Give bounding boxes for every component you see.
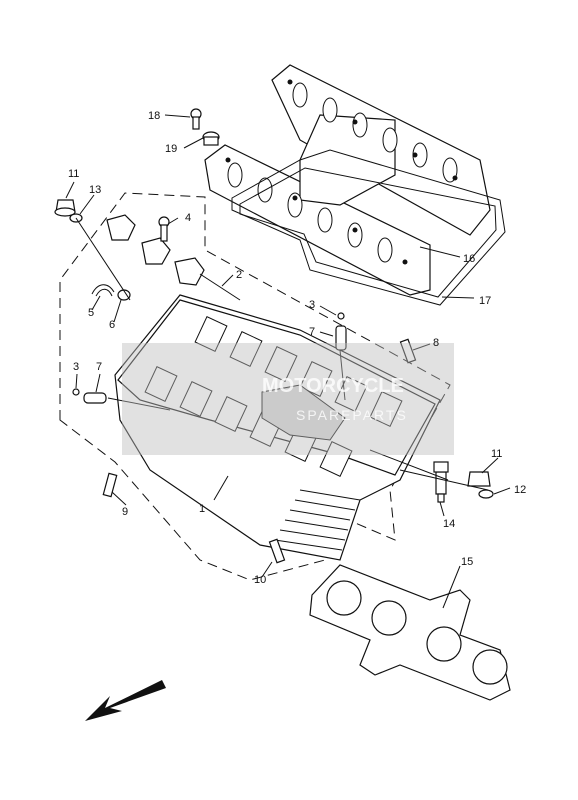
callout-3-left: 3 xyxy=(73,361,79,373)
callout-14: 14 xyxy=(443,518,455,530)
ball-3-left xyxy=(72,388,80,396)
callout-17: 17 xyxy=(479,295,491,307)
cap-nut-11-right xyxy=(467,471,491,487)
callout-12: 12 xyxy=(514,484,526,496)
stud-8 xyxy=(399,338,417,364)
callout-8: 8 xyxy=(433,337,439,349)
callout-2: 2 xyxy=(236,269,242,281)
cap-nut-11-left xyxy=(54,199,76,217)
leader-lines xyxy=(65,114,511,609)
bolt-18 xyxy=(190,108,202,130)
washer-19 xyxy=(202,131,220,146)
callout-15: 15 xyxy=(461,556,473,568)
callout-16: 16 xyxy=(463,253,475,265)
callout-7-right: 7 xyxy=(309,326,315,338)
callout-11-left: 11 xyxy=(68,168,79,180)
clip-5 xyxy=(91,284,115,297)
watermark-line-1: MOTORCYCLE xyxy=(262,375,404,397)
stud-9 xyxy=(102,472,118,498)
dowel-7-right xyxy=(335,325,347,351)
cylinder-head-cover xyxy=(204,64,491,296)
brackets-group xyxy=(106,214,205,286)
callout-labels: 1 2 3 3 4 5 6 7 7 8 9 10 11 11 12 13 14 … xyxy=(68,110,526,586)
watermark-box xyxy=(122,343,454,455)
callout-5: 5 xyxy=(88,307,94,319)
callout-10: 10 xyxy=(254,574,266,586)
watermark-line-2: SPAREPARTS xyxy=(296,407,408,423)
dowel-7-left xyxy=(83,392,107,404)
callout-3-right: 3 xyxy=(309,299,315,311)
callout-11-right: 11 xyxy=(491,448,502,460)
ball-3-right xyxy=(337,312,345,320)
bolt-4 xyxy=(158,216,170,242)
callout-4: 4 xyxy=(185,212,191,224)
front-direction-arrow xyxy=(85,680,166,721)
callout-6: 6 xyxy=(109,319,115,331)
cover-gasket-inner xyxy=(239,167,497,298)
cover-gasket xyxy=(231,149,506,306)
spark-plug-14 xyxy=(433,461,449,503)
callout-9: 9 xyxy=(122,506,128,518)
cylinder-head xyxy=(114,294,441,561)
assembly-boundary xyxy=(59,192,451,581)
callout-1: 1 xyxy=(199,503,205,515)
callout-13: 13 xyxy=(89,184,101,196)
callout-19: 19 xyxy=(165,143,177,155)
washer-12 xyxy=(478,489,494,499)
callout-18: 18 xyxy=(148,110,160,122)
callout-7-left: 7 xyxy=(96,361,102,373)
stud-10 xyxy=(268,538,286,564)
head-gasket-15 xyxy=(309,564,511,701)
